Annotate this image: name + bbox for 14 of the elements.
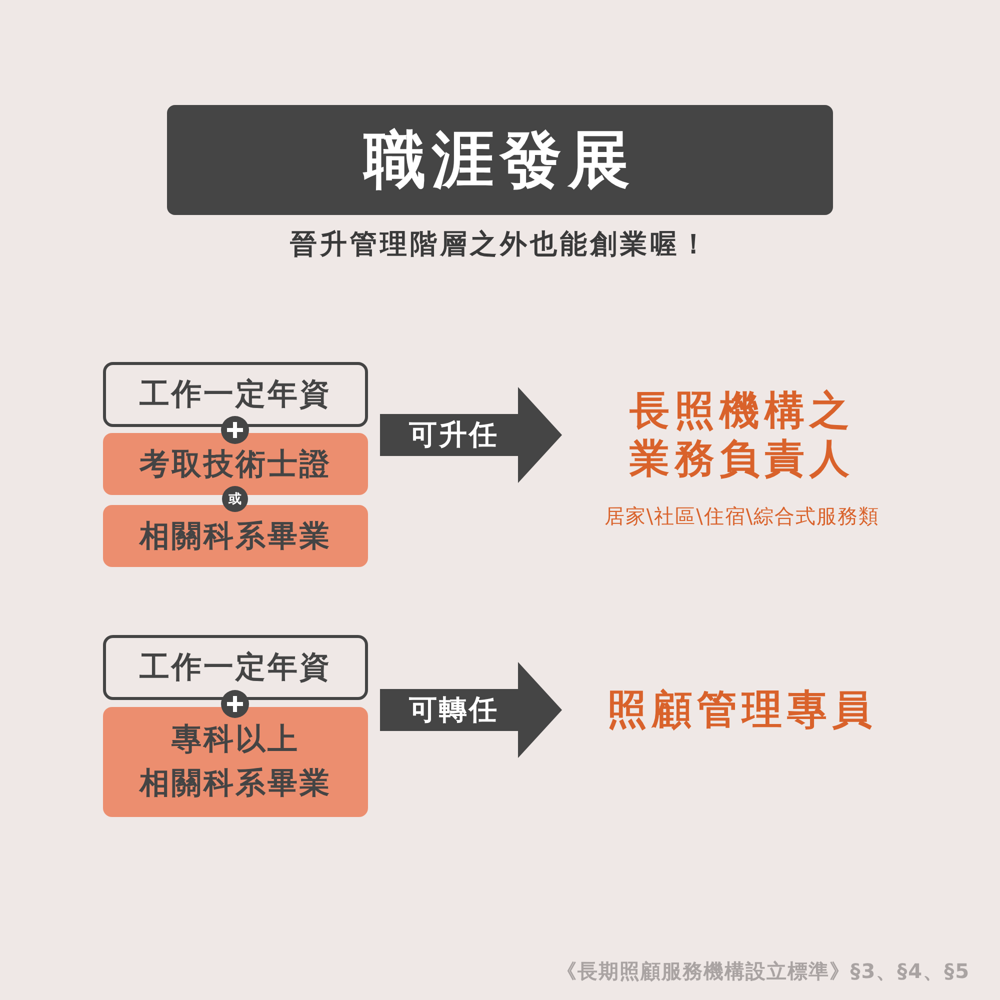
requirement-box: 專科以上相關科系畢業 xyxy=(103,707,368,817)
edge-label: 可升任 xyxy=(409,417,499,453)
edge-label: 可轉任 xyxy=(409,692,499,728)
role-title: 長照機構之業務負責人 xyxy=(628,387,856,483)
arrow xyxy=(380,662,562,758)
subtitle: 晉升管理階層之外也能創業喔！ xyxy=(290,229,710,260)
arrow xyxy=(380,387,562,483)
requirement-box: 相關科系畢業 xyxy=(103,505,368,567)
source-note: 《長期照顧服務機構設立標準》§3、§4、§5 xyxy=(556,959,970,983)
requirement-box: 工作一定年資 xyxy=(103,635,368,700)
role-note: 居家\社區\住宿\綜合式服務類 xyxy=(604,504,880,528)
role-title: 照顧管理專員 xyxy=(607,686,877,734)
requirement-box: 工作一定年資 xyxy=(103,362,368,427)
title-banner: 職涯發展 xyxy=(167,105,833,215)
